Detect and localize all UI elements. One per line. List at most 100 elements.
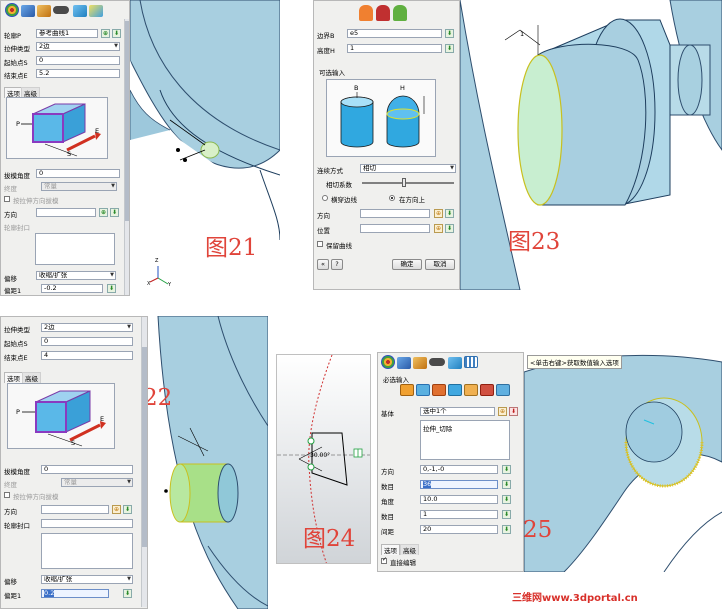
- draft-direction-checkbox-22[interactable]: [4, 492, 10, 498]
- fig21-viewport[interactable]: X Y Z 图21: [130, 0, 280, 296]
- start-field-22[interactable]: 0: [41, 337, 133, 346]
- offset1-field[interactable]: -0.2: [41, 284, 103, 293]
- fig22-scrollbar[interactable]: [141, 317, 147, 607]
- tab-advanced-22[interactable]: 高级: [22, 372, 41, 383]
- direction-field-25[interactable]: 0,-1,-0: [420, 465, 498, 474]
- help-button[interactable]: ?: [331, 259, 343, 270]
- count2-field[interactable]: 1: [420, 510, 498, 519]
- angle-down-icon[interactable]: ⬇: [502, 495, 511, 504]
- offset1-down-icon[interactable]: ⬇: [107, 284, 116, 293]
- solid-tool-icon[interactable]: [73, 5, 87, 17]
- radio-cross-edge[interactable]: [322, 195, 328, 201]
- end-field-22[interactable]: 4: [41, 351, 133, 360]
- fill-pattern-icon[interactable]: [448, 384, 462, 396]
- tangent-slider[interactable]: [362, 182, 454, 184]
- position-pick-icon[interactable]: ⊕: [434, 224, 443, 233]
- profile-seal-list-22[interactable]: [41, 533, 133, 569]
- offset-select-22[interactable]: 收缩/扩张: [41, 575, 133, 584]
- height-down-icon[interactable]: ⬇: [445, 44, 454, 53]
- direction-down-icon-25[interactable]: ⬇: [502, 465, 511, 474]
- profile-pick-icon[interactable]: ⊕: [101, 29, 110, 38]
- position-field[interactable]: [360, 224, 430, 233]
- preview-glasses-icon-25[interactable]: [429, 358, 445, 366]
- base-list-item[interactable]: 拉伸_切除: [423, 425, 453, 433]
- base-list[interactable]: 拉伸_切除: [420, 420, 510, 460]
- offset1-field-22[interactable]: 0.2: [41, 589, 109, 598]
- extrude-type-select[interactable]: 2边: [36, 42, 120, 51]
- circular-pattern-icon[interactable]: [416, 384, 430, 396]
- draft-angle-field[interactable]: 0: [36, 169, 120, 178]
- count-field[interactable]: 36: [420, 480, 498, 489]
- direction-field[interactable]: [36, 208, 96, 217]
- extrude-type-select-22[interactable]: 2边: [41, 323, 133, 332]
- fig25-viewport[interactable]: <单击右键>获取数值输入选项 图25: [524, 352, 722, 572]
- tab-advanced[interactable]: 高级: [21, 87, 40, 98]
- solid-tool-icon-25[interactable]: [448, 357, 462, 369]
- tab-advanced-25[interactable]: 高级: [400, 544, 419, 555]
- cancel-button[interactable]: 取消: [425, 259, 455, 270]
- profile-seal-list[interactable]: [35, 233, 115, 265]
- cut-tool-icon[interactable]: [37, 5, 51, 17]
- curve-pattern-icon[interactable]: [432, 384, 446, 396]
- pattern-tool-icon-25[interactable]: [464, 356, 478, 368]
- start-field[interactable]: 0: [36, 56, 120, 65]
- draft-sub-select-22[interactable]: 常量: [61, 478, 133, 487]
- mirror-pattern-icon[interactable]: [496, 384, 510, 396]
- direction-down-icon-22[interactable]: ⬇: [123, 505, 132, 514]
- app-logo-icon[interactable]: [5, 3, 19, 17]
- profile-seal-field-22[interactable]: [41, 519, 133, 528]
- count-down-icon[interactable]: ⬇: [502, 480, 511, 489]
- end-field[interactable]: 5.2: [36, 69, 120, 78]
- tab-options-22[interactable]: 选项: [4, 372, 23, 383]
- app-logo-icon-25[interactable]: [381, 355, 395, 369]
- offset-select[interactable]: 收缩/扩张: [36, 271, 116, 280]
- radio-in-direction[interactable]: [389, 195, 395, 201]
- color-tool-icon[interactable]: [89, 5, 103, 17]
- count2-down-icon[interactable]: ⬇: [502, 510, 511, 519]
- connect-select[interactable]: 相切: [360, 164, 456, 173]
- base-field[interactable]: 选中1个: [420, 407, 495, 416]
- direction-pick-icon-22[interactable]: ⊕: [112, 505, 121, 514]
- fig24-viewport[interactable]: 30.00° 图24: [276, 354, 371, 564]
- preview-glasses-icon[interactable]: [53, 6, 69, 14]
- direction-pick-icon[interactable]: ⊕: [99, 208, 108, 217]
- fig21-scrollbar[interactable]: [124, 19, 129, 295]
- keep-curve-checkbox[interactable]: [317, 241, 323, 247]
- tangent-slider-thumb[interactable]: [402, 178, 406, 187]
- profile-field[interactable]: 参考曲线1: [36, 29, 98, 38]
- draft-direction-checkbox[interactable]: [4, 196, 10, 202]
- fillet-tool-3-icon[interactable]: [393, 5, 407, 21]
- direction-pick-icon-23[interactable]: ⊕: [434, 209, 443, 218]
- collapse-button[interactable]: «: [317, 259, 329, 270]
- base-remove-icon[interactable]: ⬇: [509, 407, 518, 416]
- variable-pattern-icon[interactable]: [480, 384, 494, 396]
- draft-sub-select[interactable]: 常量: [41, 182, 117, 191]
- profile-down-icon[interactable]: ⬇: [112, 29, 121, 38]
- height-field[interactable]: 1: [347, 44, 442, 53]
- offset1-down-icon-22[interactable]: ⬇: [123, 589, 132, 598]
- direction-down-icon-23[interactable]: ⬇: [445, 209, 454, 218]
- fillet-tool-2-icon[interactable]: [376, 5, 390, 21]
- ok-button[interactable]: 确定: [392, 259, 422, 270]
- direction-field-22[interactable]: [41, 505, 109, 514]
- boundary-down-icon[interactable]: ⬇: [445, 29, 454, 38]
- draft-angle-field-22[interactable]: 0: [41, 465, 133, 474]
- position-down-icon[interactable]: ⬇: [445, 224, 454, 233]
- spacing-field[interactable]: 20: [420, 525, 498, 534]
- linear-pattern-icon[interactable]: [400, 384, 414, 396]
- direction-field-23[interactable]: [360, 209, 430, 218]
- extrude-tool-icon-25[interactable]: [397, 357, 411, 369]
- cut-tool-icon-25[interactable]: [413, 357, 427, 369]
- tab-options-25[interactable]: 选项: [381, 544, 400, 555]
- base-pick-icon[interactable]: ⊕: [498, 407, 507, 416]
- direct-edit-checkbox[interactable]: [381, 556, 387, 564]
- table-pattern-icon[interactable]: [464, 384, 478, 396]
- boundary-field[interactable]: e5: [347, 29, 442, 38]
- angle-field[interactable]: 10.0: [420, 495, 498, 504]
- spacing-down-icon[interactable]: ⬇: [502, 525, 511, 534]
- extrude-tool-icon[interactable]: [21, 5, 35, 17]
- fillet-tool-1-icon[interactable]: [359, 5, 373, 21]
- fig22-viewport[interactable]: 图22: [148, 316, 268, 609]
- fig23-viewport[interactable]: 1 图23: [460, 0, 722, 290]
- direction-down-icon[interactable]: ⬇: [110, 208, 119, 217]
